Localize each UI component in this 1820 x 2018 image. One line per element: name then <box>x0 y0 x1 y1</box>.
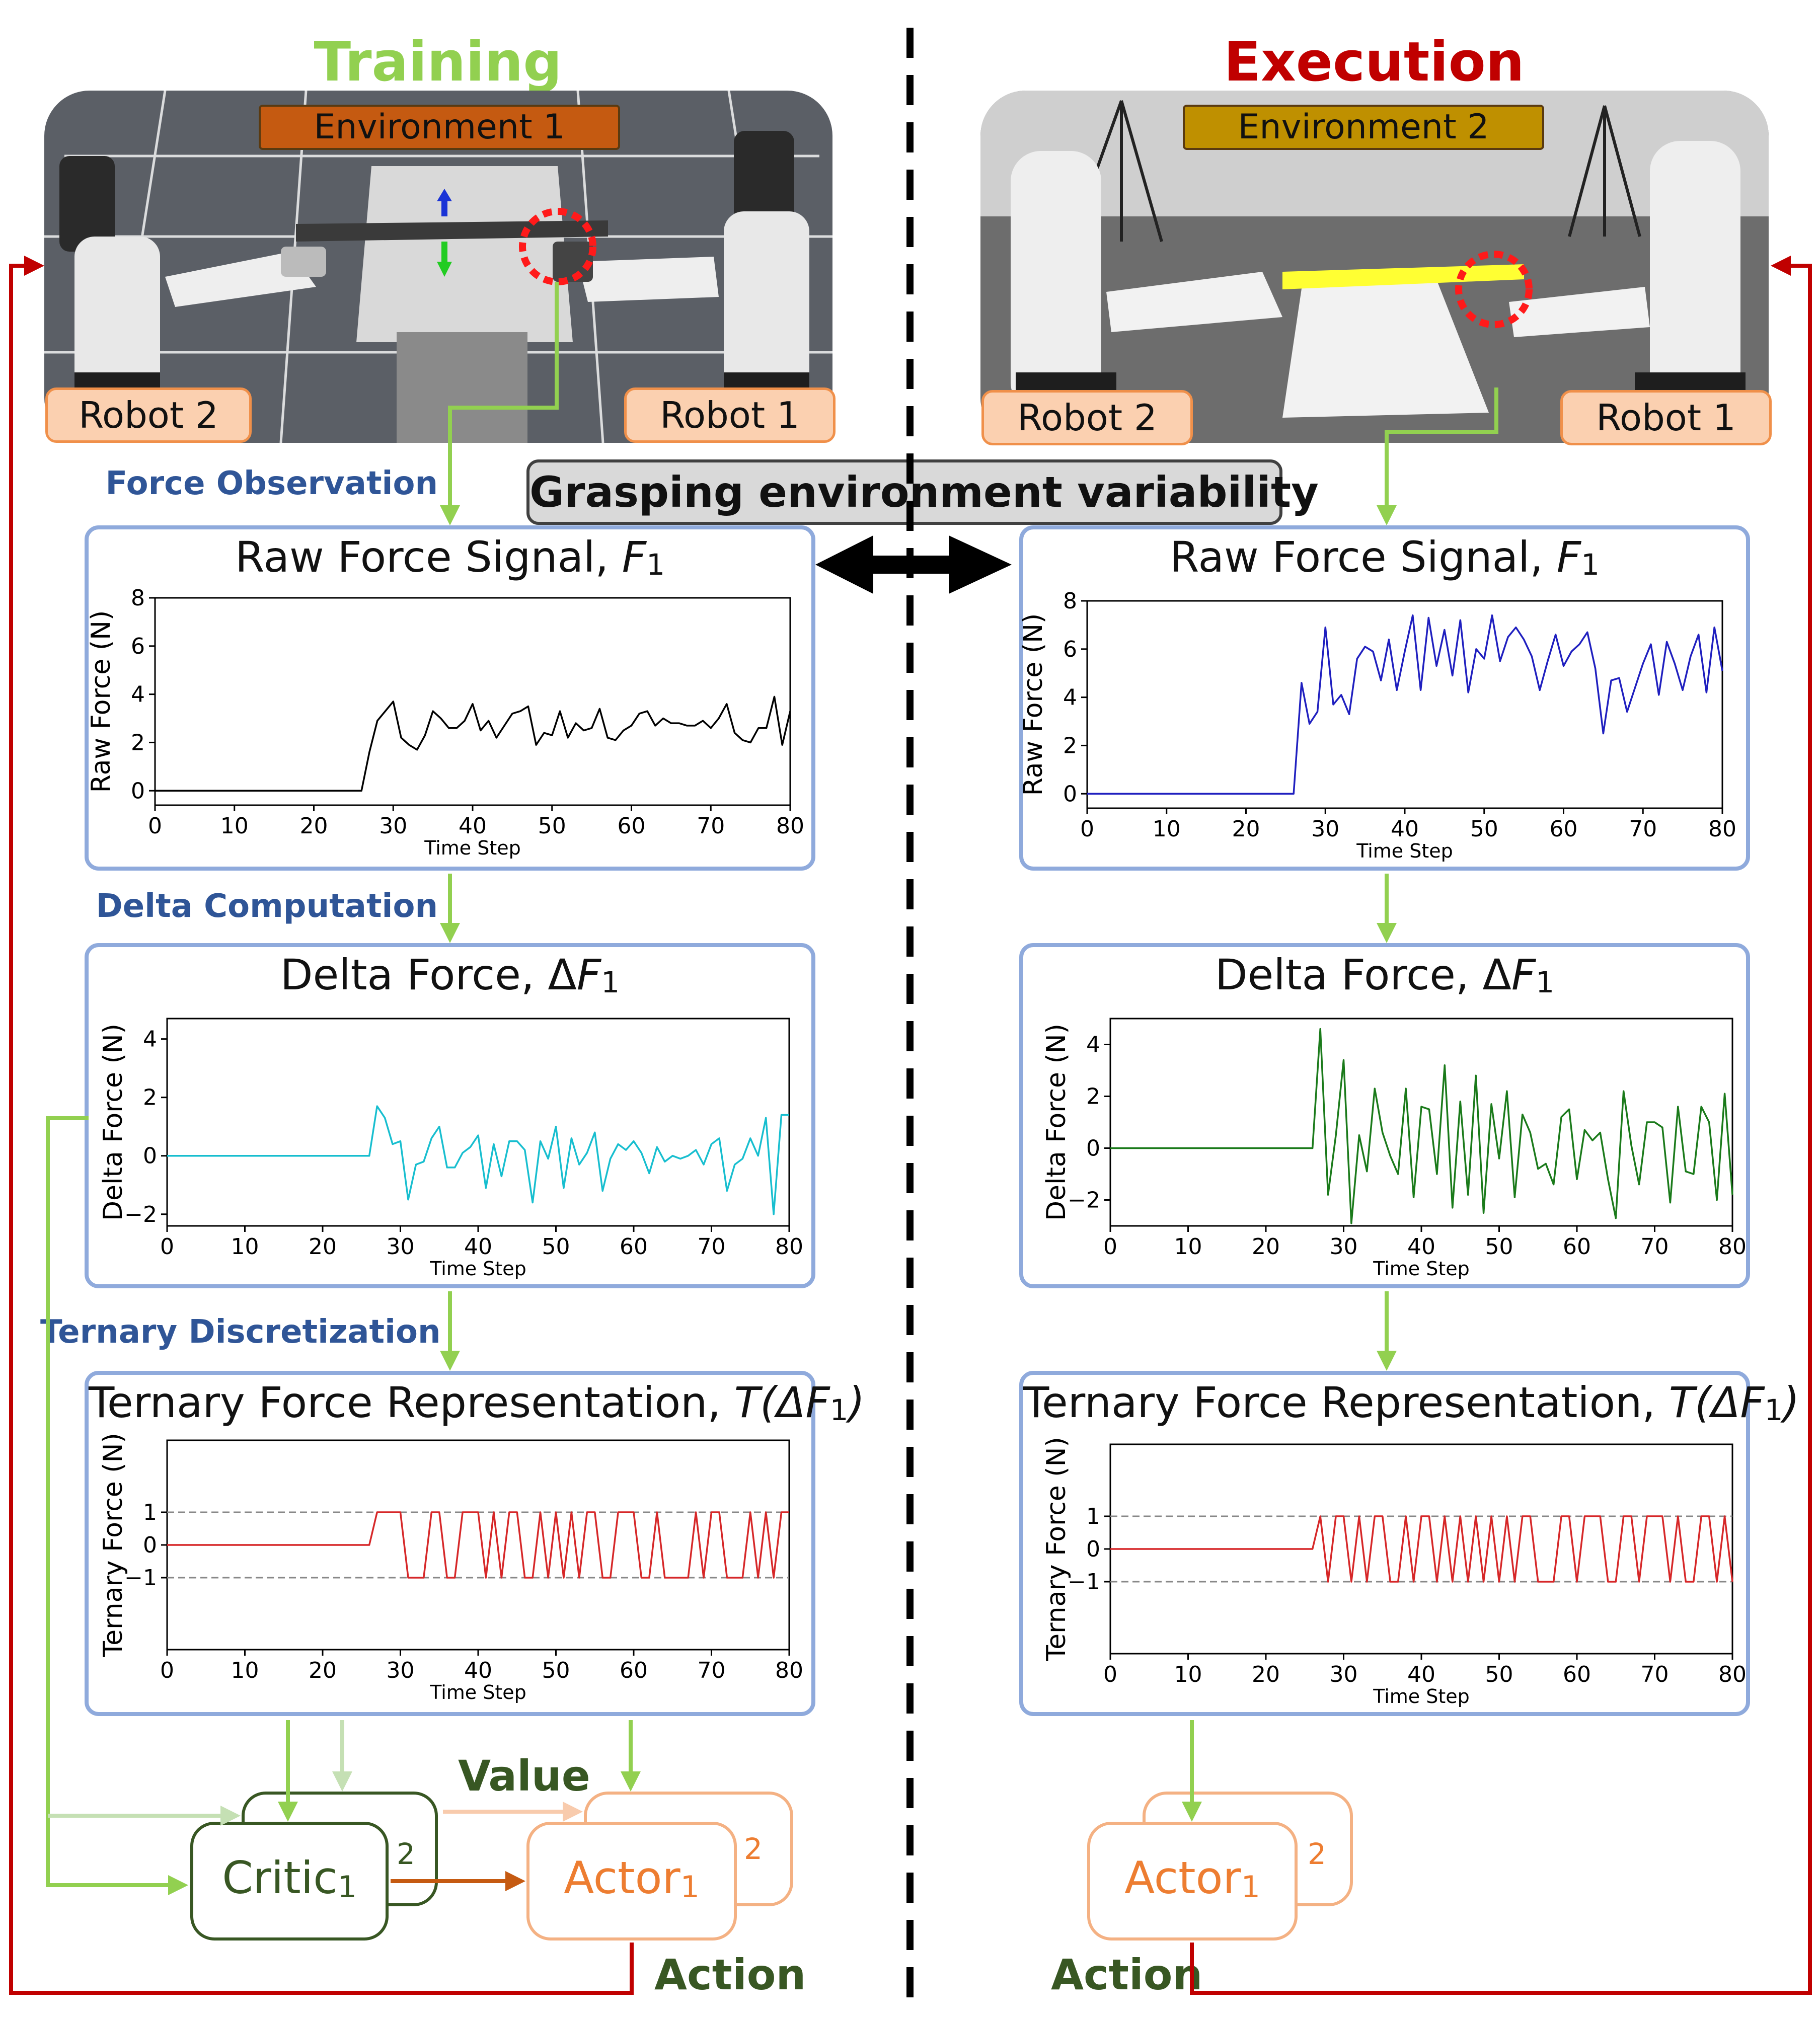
variability-double-arrow <box>815 535 1012 594</box>
training-action-label: Action <box>654 1950 806 1999</box>
execution-raw-panel: Raw Force Signal, F1 <box>1019 525 1750 871</box>
raw-panel-title-exec: Raw Force Signal, F1 <box>1169 532 1600 582</box>
environment-1-label: Environment 1 <box>259 105 620 150</box>
execution-title: Execution <box>1224 31 1525 94</box>
delta-panel-title: Delta Force, ΔF1 <box>280 950 620 999</box>
execution-action-label: Action <box>1051 1950 1203 1999</box>
grasp-point-marker <box>519 208 596 285</box>
value-label: Value <box>458 1751 590 1801</box>
ternary-panel-title: Ternary Force Representation, T(ΔF1) <box>89 1378 865 1427</box>
execution-delta-panel: Delta Force, ΔF1 <box>1019 943 1750 1288</box>
training-ternary-panel: Ternary Force Representation, T(ΔF1) <box>85 1371 865 1716</box>
grasping-variability-label: Grasping environment variability <box>526 459 1319 525</box>
raw-panel-title: Raw Force Signal, F1 <box>235 532 665 582</box>
critic-label: Critic1 <box>222 1852 357 1905</box>
actor-label: Actor1 <box>564 1852 700 1905</box>
environment-2-label: Environment 2 <box>1183 105 1544 150</box>
critic-index-label: 2 <box>397 1837 415 1871</box>
execution-robot-1-label: Robot 1 <box>1560 390 1772 445</box>
actor-index-label: 2 <box>744 1832 763 1866</box>
training-robot-1-label: Robot 1 <box>624 387 836 443</box>
force-observation-label: Force Observation <box>105 465 438 502</box>
training-title: Training <box>314 31 562 94</box>
execution-robot-2-label: Robot 2 <box>981 390 1193 445</box>
training-robot-2-label: Robot 2 <box>45 387 252 443</box>
delta-panel-title-exec: Delta Force, ΔF1 <box>1215 950 1555 999</box>
delta-computation-label: Delta Computation <box>96 888 438 925</box>
ternary-panel-title-exec: Ternary Force Representation, T(ΔF1) <box>1023 1378 1800 1427</box>
execution-ternary-panel: Ternary Force Representation, T(ΔF1) <box>1019 1371 1800 1716</box>
training-raw-panel: Raw Force Signal, F1 <box>85 525 815 871</box>
exec-actor-index-label: 2 <box>1308 1837 1326 1871</box>
exec-actor-label: Actor1 <box>1124 1852 1260 1905</box>
training-delta-panel: Delta Force, ΔF1 <box>85 943 815 1288</box>
ternary-discretization-label: Ternary Discretization <box>40 1313 441 1351</box>
